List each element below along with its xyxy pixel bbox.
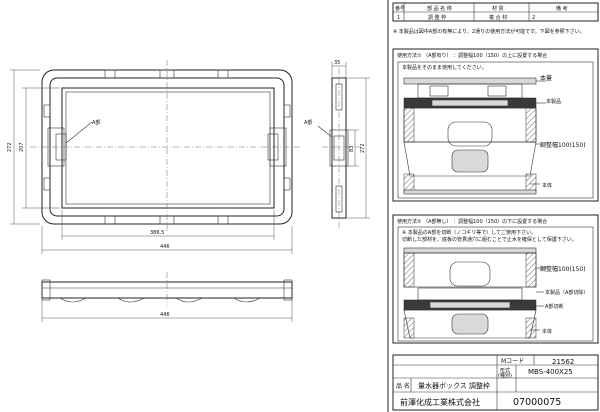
method2-inner-note-1: ※ 本製品のA部を切断（ノコギリ等で）してご使用下さい。 (402, 229, 536, 236)
dim-272-left: 272 (7, 142, 13, 152)
method2-label-range: 調整幅100(150) (540, 265, 586, 273)
parts-row-name: 調 整 枠 (428, 14, 446, 21)
m-code-label: Mコード (501, 358, 524, 365)
dim-446-top: 446 (160, 244, 170, 250)
dim-446-bottom: 446 (160, 312, 170, 318)
usage-note: ※ 本製品は図中A部の有無により、2通りの使用方法が可能です。下図を参照下さい。 (393, 28, 585, 35)
method1-panel: 使用方法① （A部有り） ：調整幅100（150）の上に設置する場合 本製品をそ… (392, 48, 599, 202)
method2-panel: 使用方法② （A部無し） ：調整幅100（150）の下に設置する場合 ※ 本製品… (392, 214, 599, 344)
parts-header-remark: 備 考 (556, 5, 568, 12)
drawing-number: 07000075 (513, 397, 561, 408)
method2-label-body: 本体 (542, 328, 552, 335)
method1-title: 使用方法① （A部有り） ：調整幅100（150）の上に設置する場合 (397, 52, 547, 59)
dim-207: 207 (19, 142, 25, 152)
parts-row-material: 複 合 材 (489, 14, 507, 21)
dim-35: 35 (334, 60, 340, 66)
method2-title: 使用方法② （A部無し） ：調整幅100（150）の下に設置する場合 (397, 218, 547, 225)
method1-label-range: 調整幅100(150) (540, 141, 586, 149)
model-value: MBS-400X25 (528, 368, 573, 376)
method2-inner-note-2: 切断した部材を、底板の管貫通穴に組むことで止水を確保として保護下さい。 (402, 236, 577, 243)
method1-label-product: 本製品 (546, 98, 561, 105)
parts-row-no: 1 (397, 15, 400, 21)
method2-label-part-a: A部切断 (545, 303, 563, 310)
label-a-part-right: A部 (304, 119, 312, 126)
method2-label-product: 本製品（A部切除） (545, 289, 588, 296)
company-name: 前澤化成工業株式会社 (400, 397, 480, 407)
dim-272-right: 272 (360, 143, 366, 153)
model-label: 形式 (500, 367, 510, 374)
parts-header-material: 材 質 (492, 5, 504, 12)
side-view: A部 35 83 272 (304, 60, 370, 230)
method1-label-lid: 本蓋 (540, 74, 552, 82)
name-label: 品 名 (396, 382, 410, 390)
parts-table: 番号 部 品 名 称 材 質 備 考 1 調 整 枠 複 合 材 2 (392, 2, 599, 22)
parts-row-remark: 2 (532, 15, 535, 21)
parts-header-no: 番号 (395, 5, 405, 12)
method1-inner-note: 本製品をそのまま使用してください。 (402, 64, 487, 71)
label-a-part-left: A部 (92, 119, 100, 126)
m-code-value: 21562 (552, 358, 574, 366)
plan-view: A部 272 207 386.5 446 (7, 60, 302, 254)
elevation-view: 446 (41, 272, 293, 322)
method1-label-body: 本体 (542, 182, 552, 189)
dim-386-5: 386.5 (150, 230, 164, 236)
model-label-sub: (種別) (498, 372, 512, 379)
parts-header-name: 部 品 名 称 (427, 5, 452, 12)
title-block: Mコード 21562 形式 (種別) MBS-400X25 品 名 量水器ボック… (392, 354, 599, 411)
dim-83: 83 (349, 146, 355, 152)
name-value: 量水器ボックス 調整枠 (418, 381, 490, 390)
